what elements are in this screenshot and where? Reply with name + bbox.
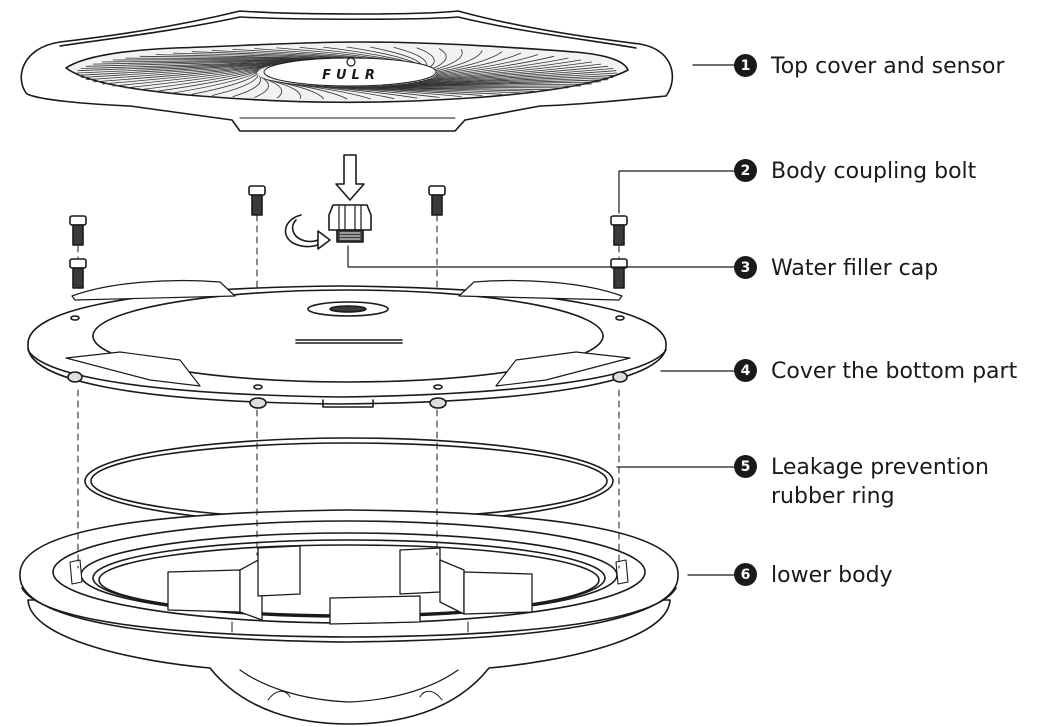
bottom-part-cover bbox=[27, 279, 667, 409]
callout-number: 4 bbox=[734, 359, 757, 382]
callout-label: Leakage prevention rubber ring bbox=[771, 455, 989, 509]
callout-number: 6 bbox=[734, 563, 757, 586]
callout-label: Water filler cap bbox=[771, 256, 939, 281]
lower-body bbox=[19, 509, 679, 725]
coupling-bolt bbox=[248, 185, 266, 216]
callout-bottom-part-cover: 4 Cover the bottom part bbox=[734, 357, 1017, 386]
callout-number: 2 bbox=[734, 159, 757, 182]
coupling-bolt bbox=[428, 185, 446, 216]
leader-lines bbox=[347, 64, 735, 576]
callout-number: 1 bbox=[734, 54, 757, 77]
callout-label: lower body bbox=[771, 563, 893, 588]
callout-body-coupling-bolt: 2 Body coupling bolt bbox=[734, 157, 976, 186]
callout-lower-body: 6 lower body bbox=[734, 561, 893, 590]
callout-top-cover-and-sensor: 1 Top cover and sensor bbox=[734, 52, 1005, 81]
callout-rubber-ring: 5 Leakage prevention rubber ring bbox=[734, 453, 989, 511]
callout-number: 3 bbox=[734, 256, 757, 279]
water-filler-cap bbox=[328, 204, 372, 243]
coupling-bolt bbox=[610, 215, 628, 246]
callout-label: Cover the bottom part bbox=[771, 359, 1018, 384]
coupling-bolt bbox=[610, 258, 628, 289]
callout-label: Top cover and sensor bbox=[771, 54, 1005, 79]
top-cover-and-sensor: FULR bbox=[20, 10, 674, 132]
brand-logo: FULR bbox=[322, 57, 380, 83]
brand-logo-text: FULR bbox=[322, 68, 380, 83]
callout-water-filler-cap: 3 Water filler cap bbox=[734, 254, 938, 283]
coupling-bolt bbox=[69, 215, 87, 246]
coupling-bolt bbox=[69, 258, 87, 289]
alignment-guides bbox=[77, 214, 620, 569]
callout-label: Body coupling bolt bbox=[771, 159, 977, 184]
rotate-arrow-icon bbox=[284, 214, 331, 250]
down-arrow-icon bbox=[335, 154, 365, 201]
callout-number: 5 bbox=[734, 455, 757, 478]
